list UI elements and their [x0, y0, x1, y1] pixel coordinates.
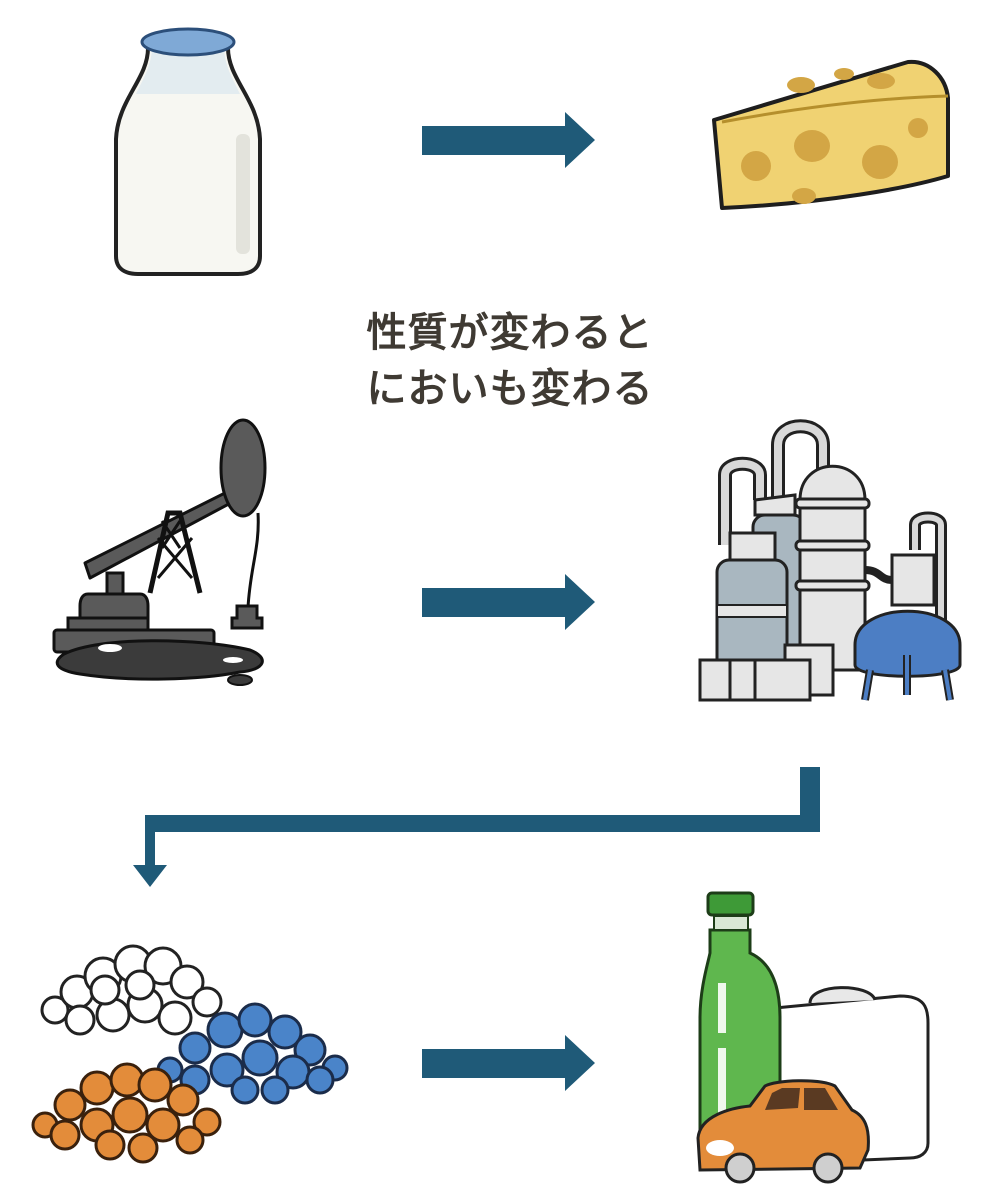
milk-bottle-icon — [114, 27, 262, 276]
caption-line-2: においも変わる — [366, 366, 654, 412]
orange-pellets — [31, 1062, 222, 1164]
blue-pellets — [156, 1002, 349, 1105]
arrow-crude-oil-to-refinery — [422, 574, 595, 630]
oil-refinery-icon — [698, 419, 962, 702]
white-pellets — [40, 944, 223, 1036]
caption-line-1: 性質が変わると — [366, 310, 654, 356]
arrow-pellets-to-products — [422, 1035, 595, 1091]
arrow-right-icon — [422, 112, 595, 168]
arrow-right-icon — [422, 1035, 595, 1091]
plastic-pellets-icon — [31, 944, 349, 1164]
cheese-wedge-icon — [712, 59, 950, 210]
oil-pumpjack-icon — [52, 418, 267, 686]
arrow-refinery-to-pellets — [133, 767, 820, 887]
caption: 性質が変わると においも変わる — [300, 305, 720, 417]
arrow-right-icon — [422, 574, 595, 630]
elbow-arrow-icon — [133, 767, 820, 887]
plastic-products-icon — [696, 891, 930, 1184]
arrow-milk-to-cheese — [422, 112, 595, 168]
